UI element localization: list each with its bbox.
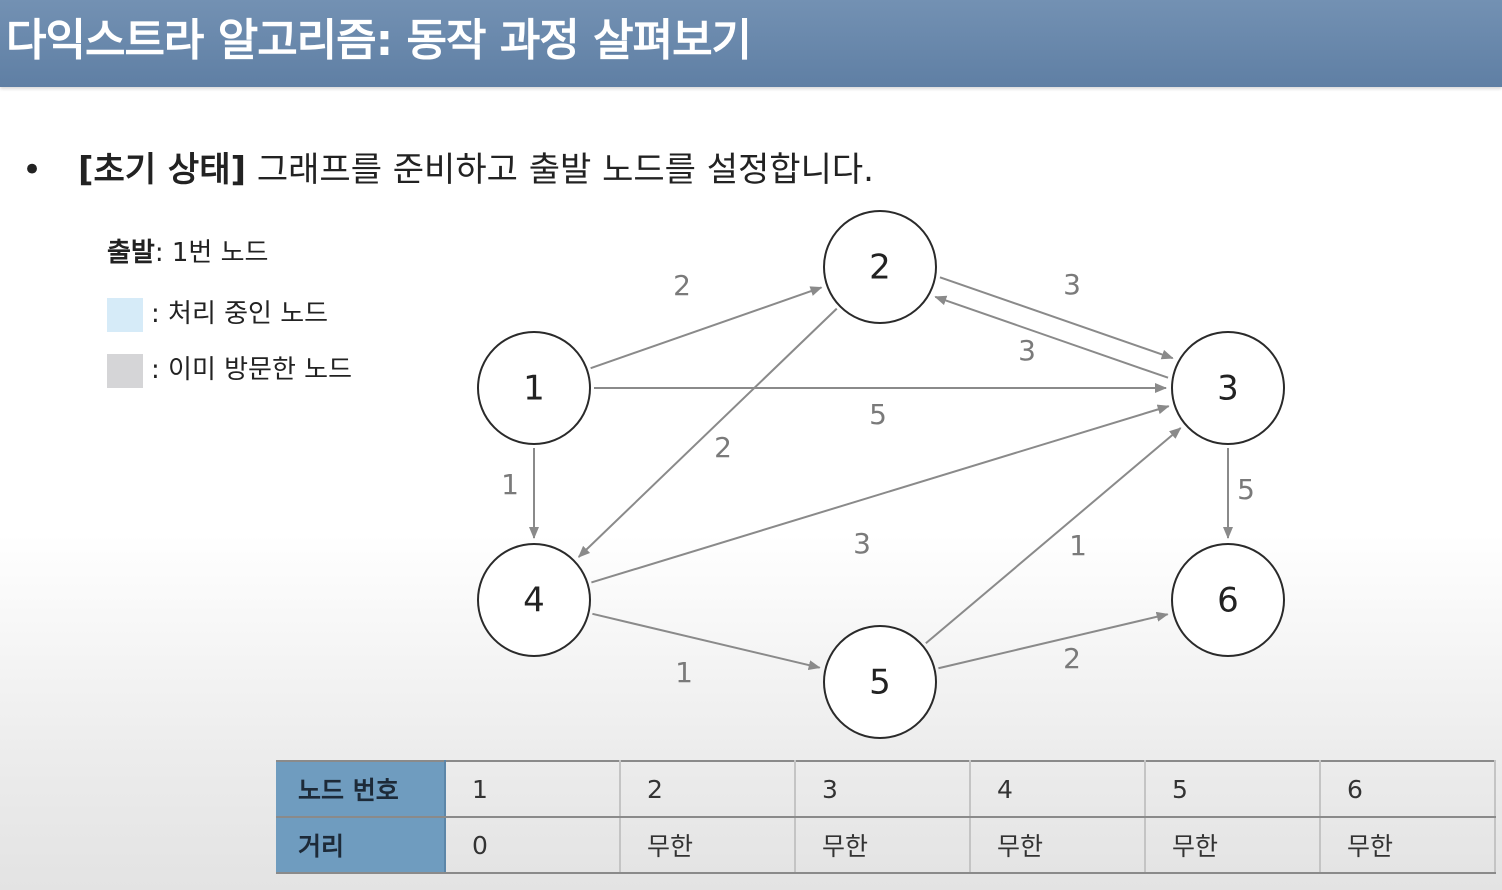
legend-start: 출발: 1번 노드 (107, 232, 268, 269)
graph-node-1: 1 (477, 331, 591, 445)
node-number-cell: 6 (1320, 760, 1496, 818)
table-row-node-numbers: 노드 번호 1 2 3 4 5 6 (276, 760, 1496, 818)
edge-weight-label: 1 (501, 468, 519, 501)
node-circle (1171, 331, 1285, 445)
edge-1-to-2 (590, 286, 823, 370)
node-circle (1171, 543, 1285, 657)
node-circle (823, 625, 937, 739)
edge-5-to-6 (938, 611, 1169, 670)
visited-swatch (107, 353, 143, 388)
title-bar: 다익스트라 알고리즘: 동작 과정 살펴보기 (0, 0, 1502, 87)
edge-weight-label: 5 (869, 398, 887, 431)
legend-visited-label: : 이미 방문한 노드 (151, 355, 352, 385)
edge-4-to-3 (591, 404, 1170, 584)
edge-3-to-2 (934, 295, 1169, 379)
edge-weight-label: 2 (1063, 642, 1081, 675)
node-circle (477, 331, 591, 445)
step-tag: [초기 상태] (78, 150, 247, 190)
step-description: • [초기 상태] 그래프를 준비하고 출발 노드를 설정합니다. (22, 142, 874, 191)
distance-cell: 0 (445, 816, 621, 874)
node-label: 3 (1217, 369, 1239, 409)
edge-weight-label: 3 (853, 527, 871, 560)
edge-weight-label: 2 (714, 431, 732, 464)
distance-cell: 무한 (795, 816, 971, 874)
page-title: 다익스트라 알고리즘: 동작 과정 살펴보기 (6, 15, 752, 66)
node-label: 4 (523, 581, 545, 621)
edge-weight-label: 1 (675, 656, 693, 689)
graph-node-4: 4 (477, 543, 591, 657)
processing-swatch (107, 297, 143, 332)
edge-2-to-3 (939, 276, 1174, 360)
node-number-cell: 3 (795, 760, 971, 818)
legend-processing: : 처리 중인 노드 (107, 293, 328, 332)
node-label: 2 (869, 248, 891, 288)
edge-4-to-5 (592, 612, 821, 671)
edge-weight-label: 2 (673, 269, 691, 302)
legend-start-label: 출발 (107, 238, 155, 268)
distance-table: 노드 번호 1 2 3 4 5 6 거리 0 무한 무한 무한 무한 무한 (276, 760, 1496, 874)
row-header-distance: 거리 (276, 816, 446, 874)
legend-processing-label: : 처리 중인 노드 (151, 299, 329, 329)
edge-weight-label: 1 (1069, 529, 1087, 562)
node-number-cell: 1 (445, 760, 621, 818)
legend-visited: : 이미 방문한 노드 (107, 349, 352, 388)
edge-2-to-4 (577, 307, 838, 558)
node-label: 1 (523, 369, 545, 409)
node-label: 6 (1217, 581, 1239, 621)
bullet-marker: • (22, 150, 43, 190)
edge-weight-label: 3 (1063, 268, 1081, 301)
edge-weight-label: 5 (1237, 473, 1255, 506)
table-row-distances: 거리 0 무한 무한 무한 무한 무한 (276, 816, 1496, 874)
distance-cell: 무한 (1145, 816, 1321, 874)
row-header-node-number: 노드 번호 (276, 760, 446, 818)
legend-start-value: : 1번 노드 (154, 238, 269, 268)
node-number-cell: 5 (1145, 760, 1321, 818)
distance-cell: 무한 (620, 816, 796, 874)
edge-5-to-3 (925, 427, 1182, 645)
graph-node-5: 5 (823, 625, 937, 739)
node-label: 5 (869, 663, 891, 703)
edge-weight-label: 3 (1018, 334, 1036, 367)
node-number-cell: 4 (970, 760, 1146, 818)
node-circle (823, 210, 937, 324)
node-number-cell: 2 (620, 760, 796, 818)
node-circle (477, 543, 591, 657)
distance-cell: 무한 (1320, 816, 1496, 874)
graph-node-3: 3 (1171, 331, 1285, 445)
step-text: 그래프를 준비하고 출발 노드를 설정합니다. (246, 150, 874, 190)
graph-node-6: 6 (1171, 543, 1285, 657)
distance-cell: 무한 (970, 816, 1146, 874)
graph-node-2: 2 (823, 210, 937, 324)
